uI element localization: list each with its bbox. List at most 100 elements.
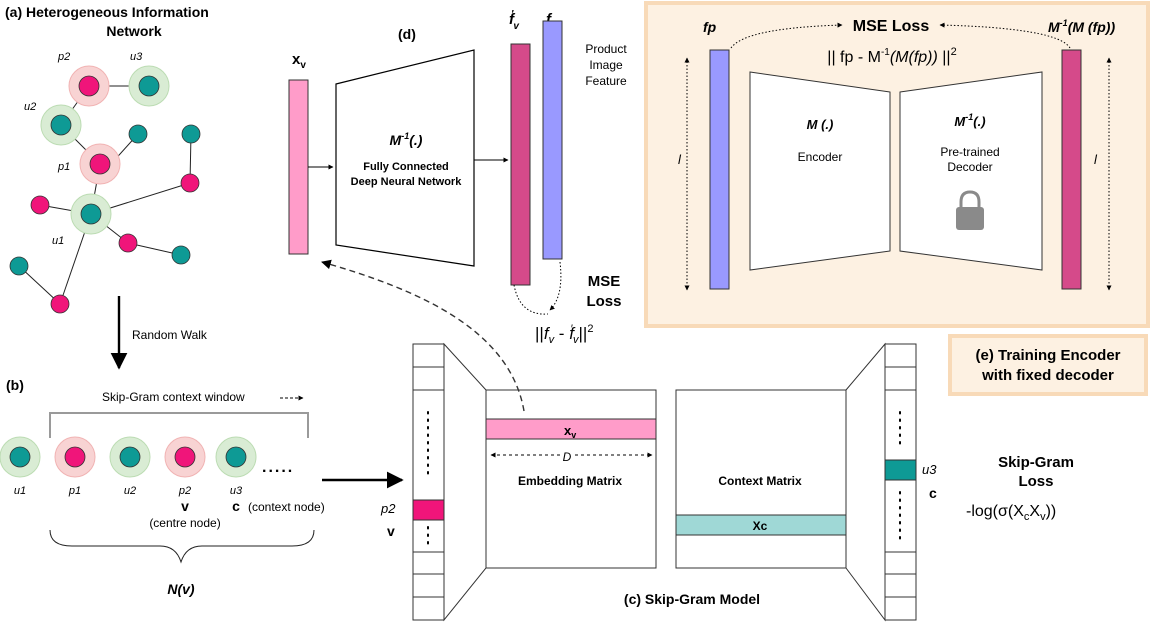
- fc-network-line1: Fully Connected: [363, 161, 449, 173]
- context-label: (context node): [248, 500, 325, 514]
- node-teal: [171, 245, 191, 265]
- mse-loss-e-formula: || fp - M-1(M(fp)) ||2: [827, 46, 956, 66]
- input-vector-xv: [288, 79, 309, 255]
- seq-node-u2: [119, 446, 141, 468]
- panel-a-title-2: Network: [106, 23, 161, 39]
- decoder-function: M-1(.): [954, 112, 985, 129]
- embedding-row-xv: [485, 418, 657, 440]
- panel-b: (b) Skip-Gram context window u1 p1 u2 p2…: [0, 377, 404, 597]
- panel-e-caption-2: with fixed decoder: [981, 367, 1114, 384]
- seq-node-u3: [225, 446, 247, 468]
- mse-loss-d-line2: Loss: [586, 293, 621, 310]
- panel-c: xv D Embedding Matrix Context Matrix Xc …: [380, 342, 1074, 622]
- target-vector-fv: [542, 20, 563, 260]
- fc-network-function: M-1(.): [390, 131, 423, 148]
- panel-a: (a) Heterogeneous Information Network: [5, 4, 209, 370]
- seq-label-p1: p1: [68, 485, 81, 497]
- mse-dotted-right: [549, 261, 562, 311]
- seq-node-u1: [9, 446, 31, 468]
- context-window-bracket: [49, 412, 309, 438]
- centre-label: (centre node): [149, 516, 220, 530]
- decoder-line2: Decoder: [947, 160, 992, 174]
- input-trapezoid: [443, 342, 487, 622]
- fc-network: [335, 49, 475, 267]
- mse-dotted-left: [513, 284, 549, 315]
- fp-vector: [709, 49, 730, 290]
- neighborhood-brace: [49, 529, 315, 564]
- pred-vector-fv: [510, 43, 531, 286]
- output-trapezoid: [845, 342, 886, 622]
- context-window-label: Skip-Gram context window: [102, 390, 245, 404]
- seq-node-p2: [174, 446, 196, 468]
- mse-loss-d-formula: ||fv - f′v||2: [535, 323, 593, 346]
- mse-e-dotted-right: [939, 22, 1071, 49]
- node-p2: [78, 75, 100, 97]
- embedding-row-label: xv: [564, 423, 576, 440]
- encoder-label: Encoder: [798, 150, 843, 164]
- panel-e-caption-1: (e) Training Encoder: [975, 347, 1120, 364]
- embedding-feedback-arrow: [321, 259, 525, 412]
- seq-node-p1: [64, 446, 86, 468]
- dim-right-label: l: [1094, 152, 1098, 167]
- centre-symbol: v: [181, 498, 189, 514]
- node-teal: [181, 124, 201, 144]
- decoder-line1: Pre-trained: [940, 145, 999, 159]
- right-node-label: u3: [922, 462, 937, 477]
- encoder-block: [749, 71, 891, 271]
- context-matrix: [675, 389, 847, 569]
- skipgram-loss-title: Skip-Gram: [998, 454, 1074, 471]
- skipgram-loss-title-2: Loss: [1018, 473, 1053, 490]
- node-u2: [50, 114, 72, 136]
- dim-left-label: l: [678, 152, 682, 167]
- left-node-label: p2: [380, 501, 396, 516]
- right-symbol: c: [929, 485, 937, 501]
- panel-d-label: (d): [398, 26, 416, 42]
- feature-line2: Image: [589, 58, 623, 72]
- node-pink: [50, 294, 70, 314]
- label-p2: p2: [57, 51, 70, 63]
- label-u2: u2: [24, 101, 36, 113]
- decoder-block: [899, 71, 1043, 271]
- node-p1: [89, 153, 111, 175]
- seq-label-u2: u2: [124, 485, 136, 497]
- dimension-label: D: [563, 450, 572, 464]
- random-walk-label: Random Walk: [132, 328, 208, 342]
- output-vector: [884, 343, 917, 621]
- left-symbol: v: [387, 523, 395, 539]
- lock-icon: [956, 190, 984, 230]
- skipgram-loss-formula: -log(σ(XcXv)): [966, 503, 1056, 523]
- label-u3: u3: [130, 51, 143, 63]
- node-u1: [80, 203, 102, 225]
- mse-e-dotted-left: [730, 22, 843, 49]
- feature-line1: Product: [585, 42, 627, 56]
- input-one-hot-vector: [412, 343, 445, 621]
- fc-network-line2: Deep Neural Network: [351, 176, 463, 188]
- label-u1: u1: [52, 235, 64, 247]
- seq-label-u3: u3: [230, 485, 243, 497]
- encoder-function: M (.): [807, 117, 834, 132]
- node-teal: [128, 124, 148, 144]
- seq-ellipsis: .....: [262, 459, 294, 476]
- reconstruction-vector: [1061, 49, 1082, 290]
- input-vector-label: xv: [292, 51, 306, 71]
- embedding-matrix-label: Embedding Matrix: [518, 474, 622, 488]
- mse-loss-e-title: MSE Loss: [853, 18, 930, 35]
- pred-vector-label: f′v: [509, 9, 520, 32]
- node-u3: [138, 75, 160, 97]
- node-teal: [9, 256, 29, 276]
- p2-one-hot-cell: [412, 499, 445, 521]
- context-row-label: Xc: [753, 519, 768, 533]
- u3-output-cell: [884, 459, 917, 481]
- neighborhood-label: N(v): [167, 581, 195, 597]
- seq-label-u1: u1: [14, 485, 26, 497]
- panel-b-label: (b): [6, 377, 24, 393]
- context-matrix-label: Context Matrix: [718, 474, 802, 488]
- reconstruction-label: M-1(M (fp)): [1048, 18, 1115, 35]
- context-symbol: c: [232, 498, 240, 514]
- panel-d: (d) xv M-1(.) Fully Connected Deep Neura…: [288, 9, 627, 412]
- mse-loss-d-line1: MSE: [588, 273, 621, 290]
- panel-e: (e) Training Encoder with fixed decoder …: [644, 1, 1150, 396]
- panel-e-caption-box: [948, 334, 1148, 396]
- node-pink: [30, 195, 50, 215]
